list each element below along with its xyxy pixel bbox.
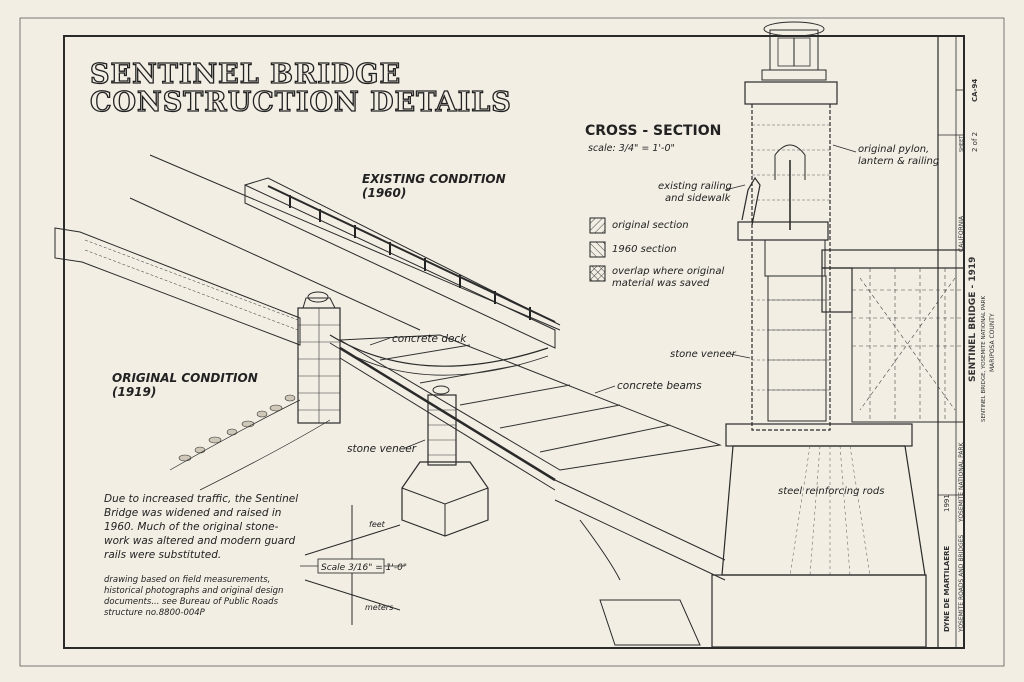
legend-overlap-2: material was saved	[612, 278, 710, 289]
sources-note-line4: structure no.8800-004P	[104, 608, 206, 618]
scale-bar: feet meters Scale 3/16" = 1'-0"	[300, 505, 407, 625]
callout-steel-rods: steel reinforcing rods	[778, 486, 884, 497]
legend-1960: 1960 section	[612, 244, 677, 255]
callout-pylon-1: original pylon,	[858, 144, 929, 155]
sources-note-line2: historical photographs and original desi…	[104, 586, 283, 596]
title-block-sheet: 2 of 2	[971, 132, 979, 152]
existing-condition-year: (1960)	[362, 186, 406, 200]
callout-stone-veneer-left: stone veneer	[347, 443, 417, 455]
title-block-state: CALIFORNIA	[958, 215, 965, 252]
callout-stone-veneer-right: stone veneer	[670, 349, 737, 360]
traffic-note-line3: 1960. Much of the original stone-	[104, 521, 279, 533]
existing-condition-label: EXISTING CONDITION	[362, 172, 506, 186]
cross-section-title: CROSS - SECTION	[585, 123, 721, 139]
sources-note: drawing based on field measurements, his…	[104, 575, 283, 618]
callout-concrete-deck: concrete deck	[392, 333, 467, 345]
callout-concrete-beams: concrete beams	[617, 380, 702, 392]
title-block-county: MARIPOSA COUNTY	[989, 313, 996, 372]
traffic-note-line5: rails were substituted.	[104, 549, 221, 561]
callout-pylon-2: lantern & railing	[858, 156, 939, 167]
drawing-title-line1: SENTINEL BRIDGE	[90, 59, 401, 90]
original-condition-label: ORIGINAL CONDITION	[112, 371, 258, 385]
callout-existing-railing: existing railing	[658, 181, 732, 192]
scale-label: Scale 3/16" = 1'-0"	[321, 563, 407, 573]
drawing-title-line2: CONSTRUCTION DETAILS	[90, 87, 512, 118]
bridge-isometric-drawing	[54, 154, 726, 646]
title-block: SENTINEL BRIDGE - 1919 SENTINEL BRIDGE, …	[943, 79, 996, 633]
cross-section-drawing	[711, 21, 965, 648]
title-block-survey-no: CA-94	[971, 79, 979, 102]
traffic-note-line2: Bridge was widened and raised in	[104, 507, 281, 519]
title-block-year: 1991	[943, 494, 951, 512]
scale-feet-label: feet	[369, 520, 386, 529]
traffic-note: Due to increased traffic, the Sentinel B…	[104, 493, 298, 561]
legend-swatch-original	[589, 217, 606, 234]
original-condition-year: (1919)	[112, 385, 156, 399]
scale-meters-label: meters	[365, 603, 393, 612]
title-block-location: SENTINEL BRIDGE, YOSEMITE NATIONAL PARK	[981, 296, 987, 422]
title-block-delineator: DYNE DE MARTILAERE	[943, 546, 951, 632]
sources-note-line1: drawing based on field measurements,	[104, 575, 270, 585]
title-block-program: YOSEMITE ROADS AND BRIDGES	[958, 535, 965, 633]
title-block-sheet-label: SHEET	[959, 135, 965, 152]
sources-note-line3: documents... see Bureau of Public Roads	[104, 597, 279, 607]
cross-section-scale: scale: 3/4" = 1'-0"	[588, 143, 675, 154]
outer-border	[19, 17, 1005, 667]
traffic-note-line1: Due to increased traffic, the Sentinel	[104, 493, 298, 505]
legend-original: original section	[612, 220, 689, 231]
legend-overlap-1: overlap where original	[612, 266, 724, 277]
traffic-note-line4: work was altered and modern guard	[104, 535, 296, 547]
title-block-project: SENTINEL BRIDGE - 1919	[968, 257, 978, 382]
legend-swatch-1960	[589, 241, 606, 258]
callout-existing-railing-2: and sidewalk	[665, 193, 732, 204]
title-block-park: YOSEMITE NATIONAL PARK	[958, 441, 965, 523]
